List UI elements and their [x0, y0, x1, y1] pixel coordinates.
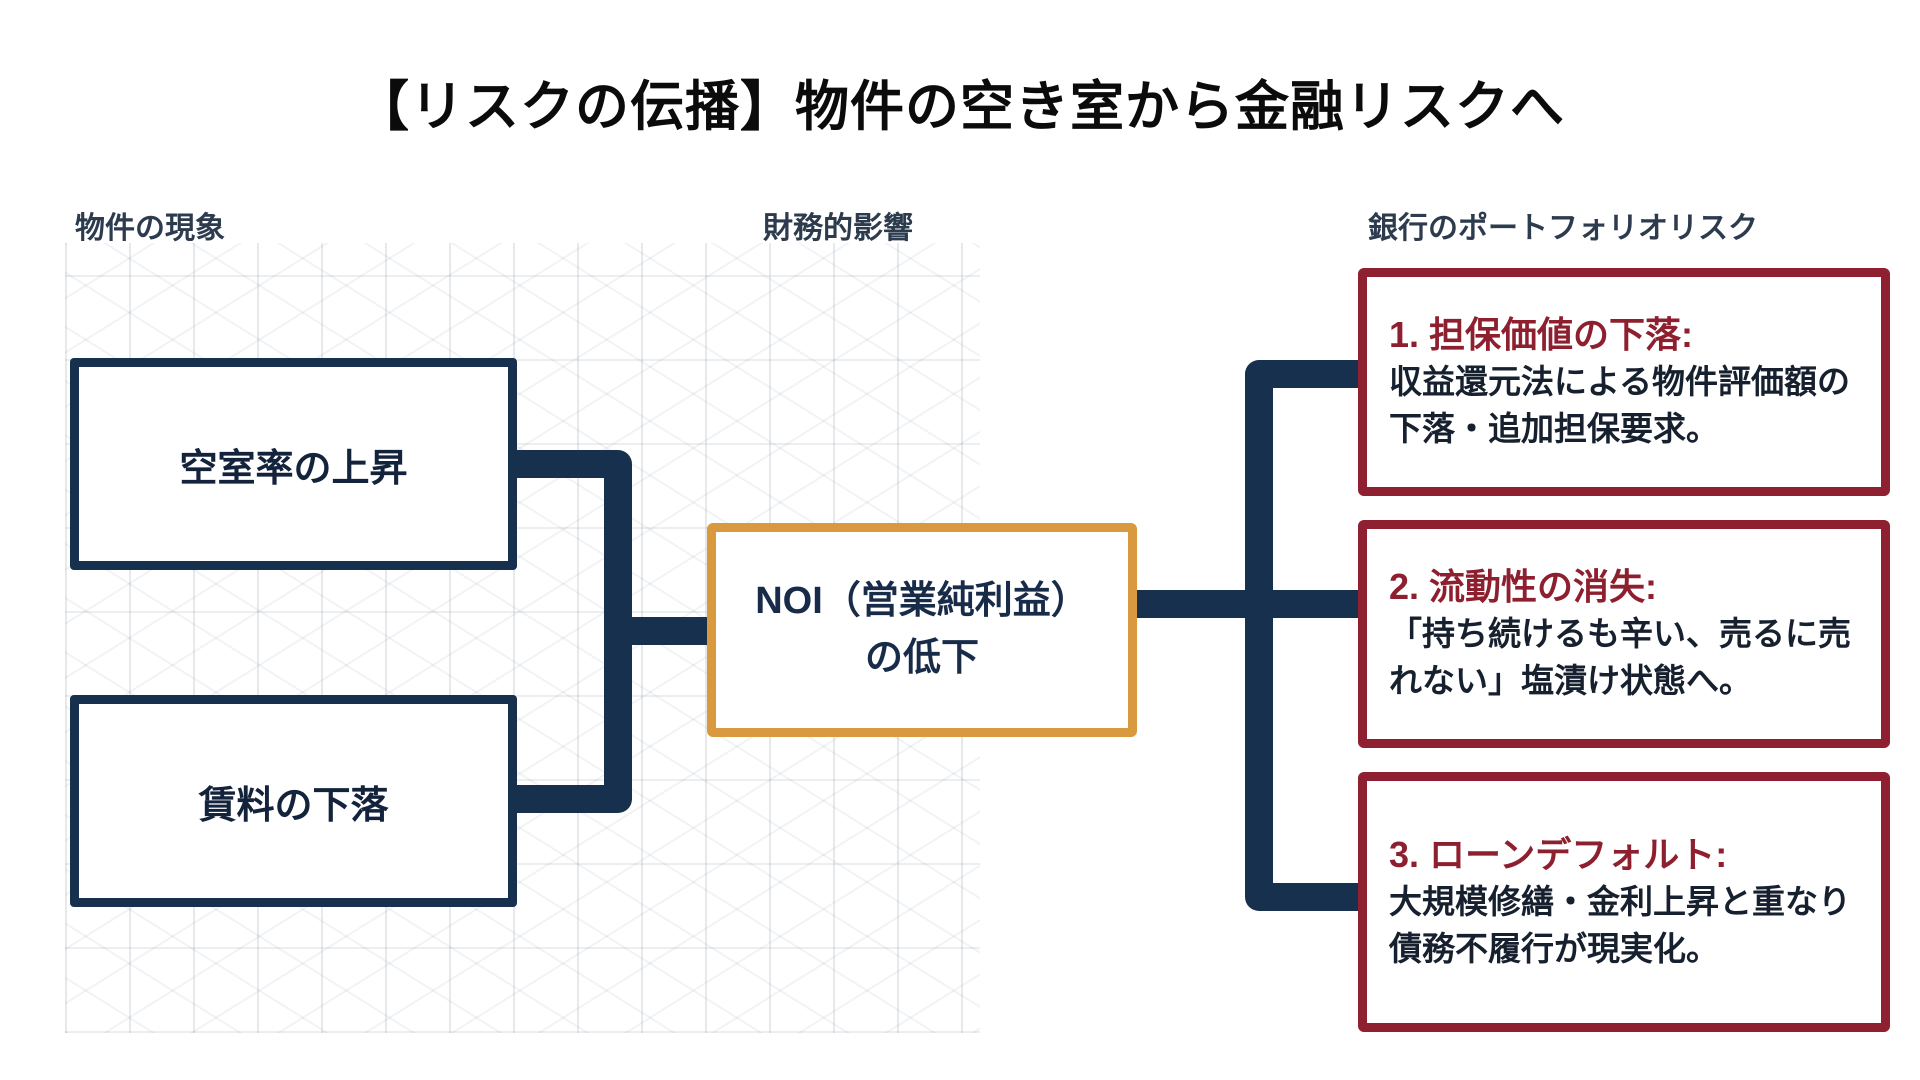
risk-body: 収益還元法による物件評価額の下落・追加担保要求。	[1389, 363, 1851, 448]
diagram-title: 【リスクの伝播】物件の空き室から金融リスクへ	[355, 77, 1565, 137]
node-loan-default: 3. ローンデフォルト: 大規模修繕・金利上昇と重なり債務不履行が現実化。	[1358, 772, 1890, 1032]
node-collateral-value-drop: 1. 担保価値の下落: 収益還元法による物件評価額の下落・追加担保要求。	[1358, 268, 1890, 496]
connector-right-split	[1245, 360, 1362, 911]
risk-body: 大規模修繕・金利上昇と重なり債務不履行が現実化。	[1389, 883, 1851, 968]
risk-body: 「持ち続けるも辛い、売るに売れない」塩漬け状態へ。	[1389, 615, 1851, 700]
node-liquidity-loss: 2. 流動性の消失: 「持ち続けるも辛い、売るに売れない」塩漬け状態へ。	[1358, 520, 1890, 748]
column-header-bank-portfolio-risk: 銀行のポートフォリオリスク	[1368, 212, 1758, 245]
node-noi-decline: NOI（営業純利益） の低下	[707, 523, 1137, 737]
node-label: 賃料の下落	[198, 784, 389, 827]
column-header-financial-impact: 財務的影響	[763, 212, 913, 245]
node-rent-decline: 賃料の下落	[70, 695, 517, 907]
node-label: 空室率の上昇	[179, 447, 408, 490]
noi-label-line2: の低下	[864, 637, 979, 679]
risk-heading: 3. ローンデフォルト:	[1389, 833, 1728, 875]
node-vacancy-rate-rise: 空室率の上昇	[70, 358, 517, 570]
connector-left-merge	[510, 450, 632, 813]
column-header-property-phenomenon: 物件の現象	[75, 212, 225, 245]
node-label: NOI（営業純利益） の低下	[755, 573, 1089, 687]
noi-label-line1: NOI（営業純利益）	[755, 580, 1089, 622]
risk-heading: 2. 流動性の消失:	[1389, 565, 1658, 607]
risk-heading: 1. 担保価値の下落:	[1389, 313, 1694, 355]
